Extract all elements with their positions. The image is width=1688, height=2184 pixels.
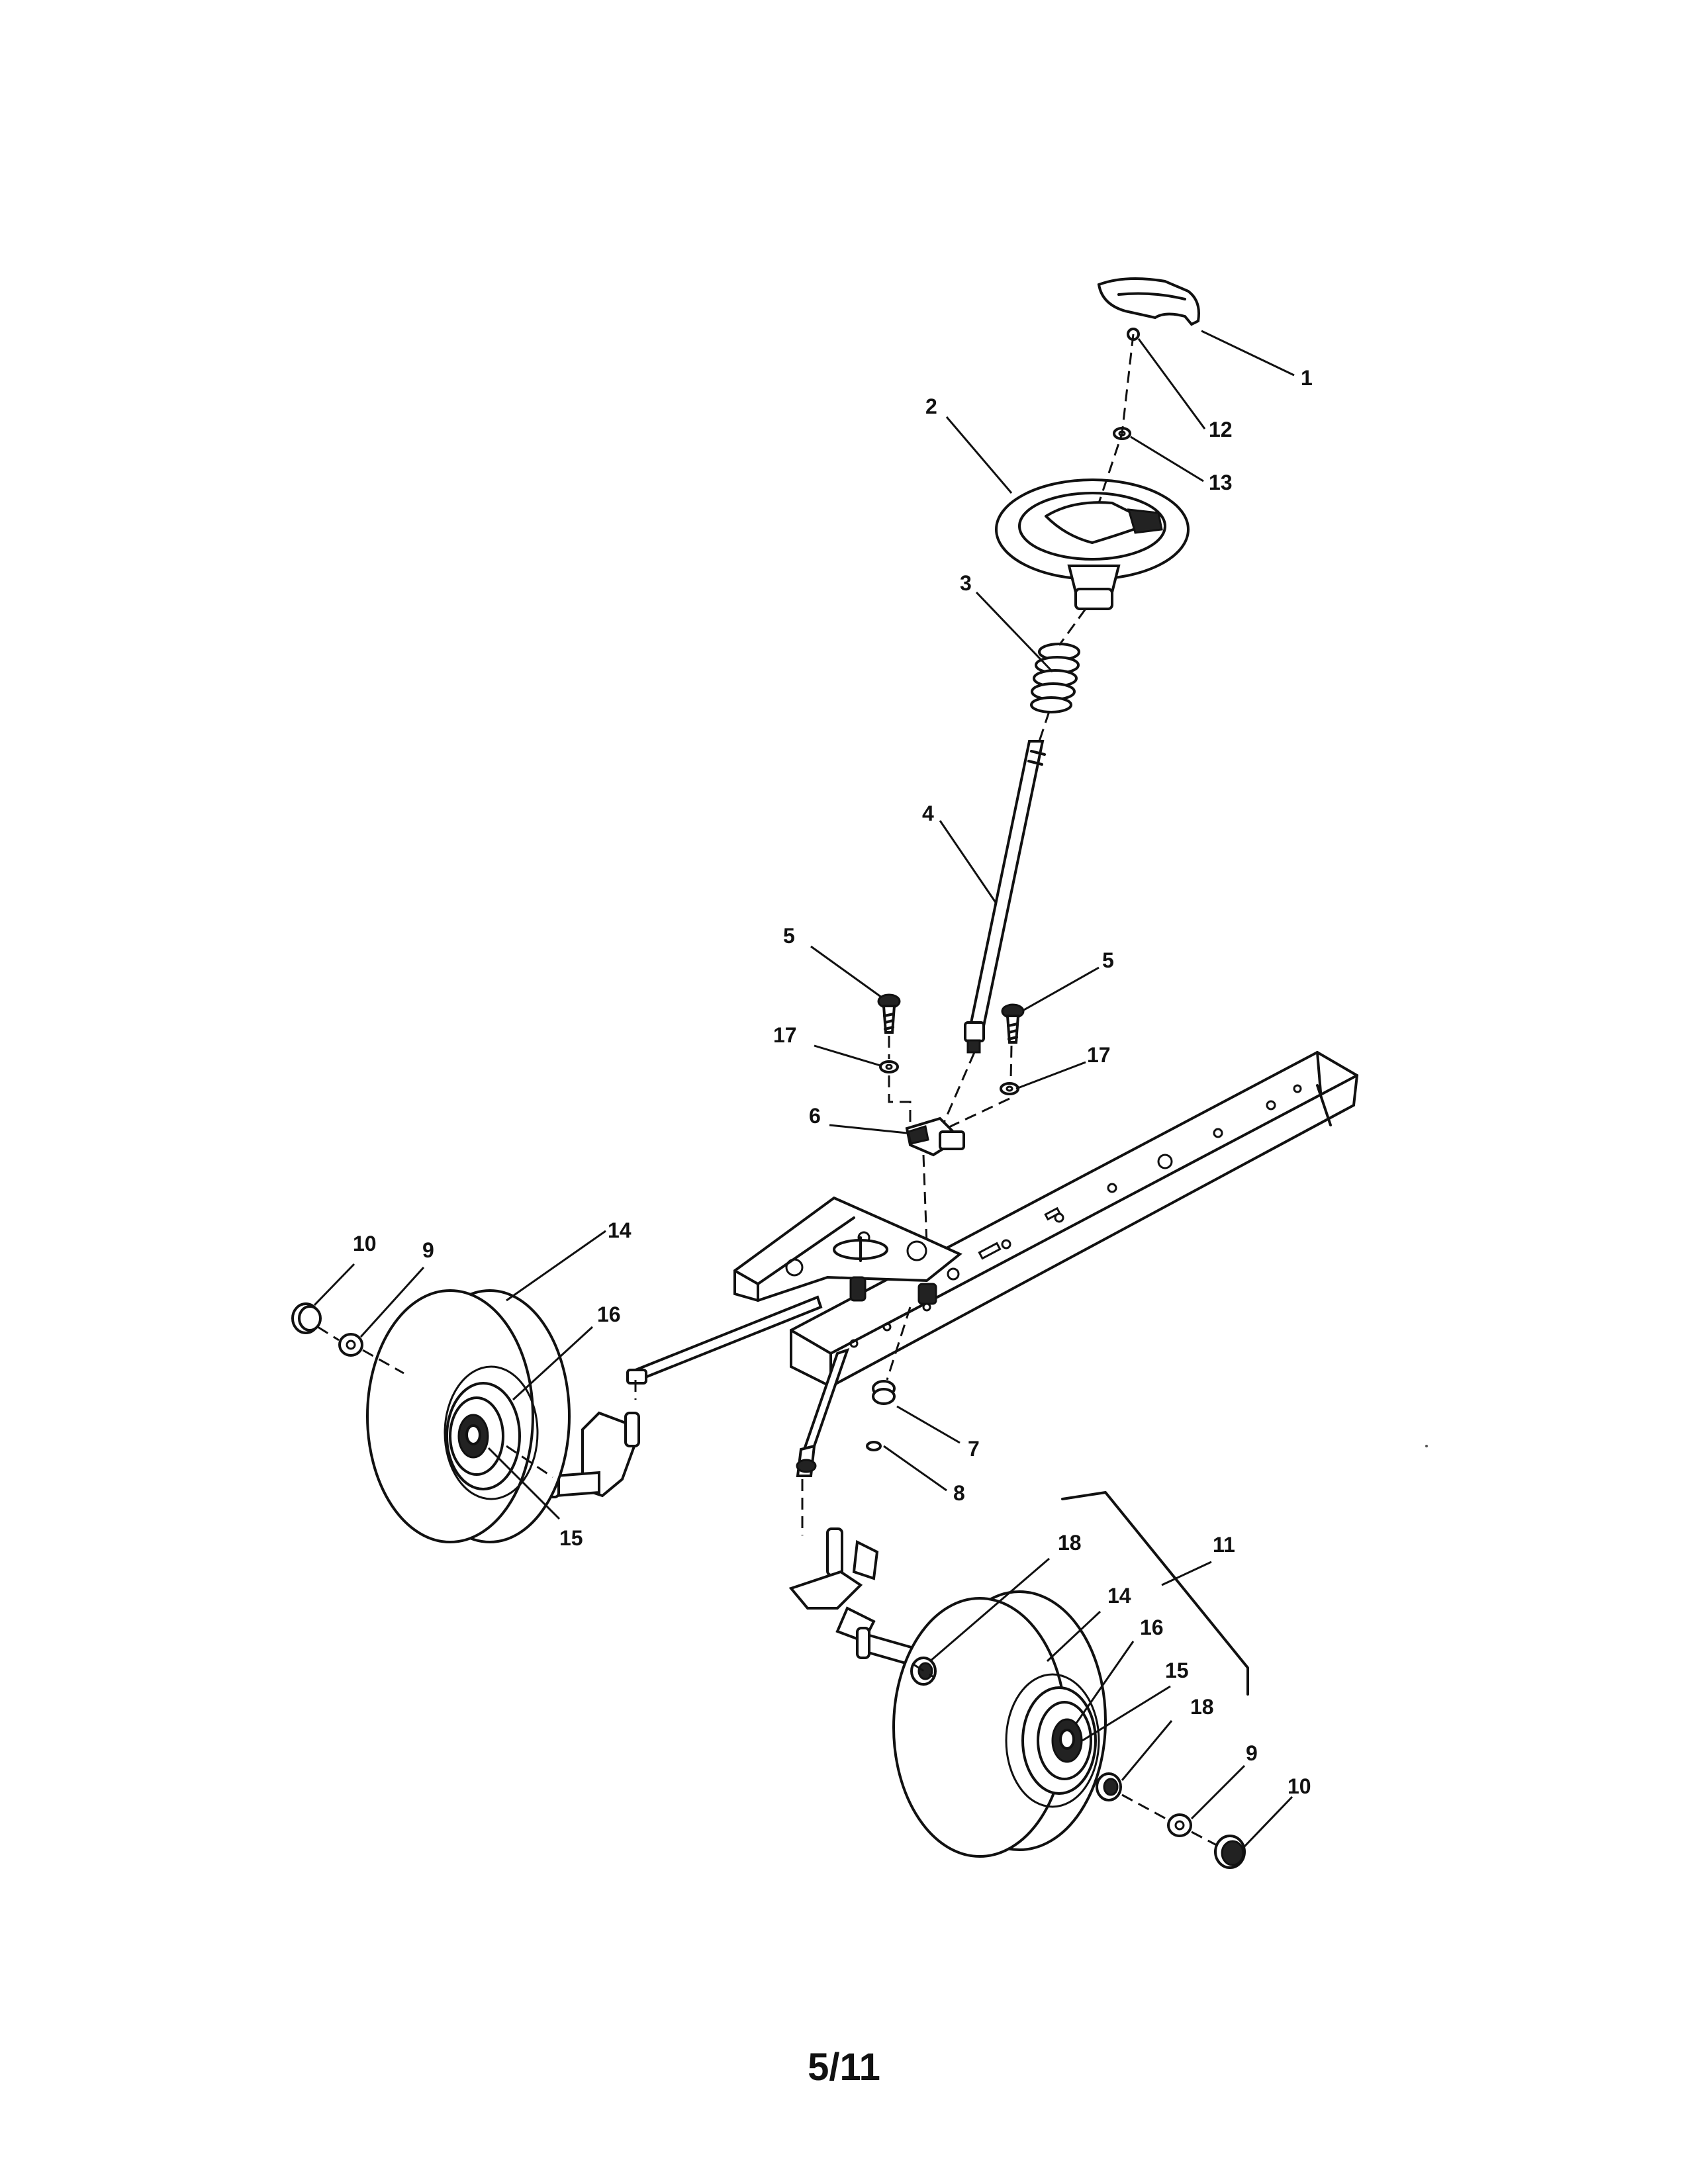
bushing-part-18-inner [910,1657,937,1686]
steering-wheel [995,478,1190,610]
right-spindle [788,1527,915,1666]
page-number: 5/11 [808,2046,880,2089]
callout-10-right: 10 [1288,1774,1311,1798]
callout-14-right: 14 [1107,1584,1131,1608]
cap-part-10-left [291,1302,322,1334]
callout-3: 3 [960,571,972,595]
nut-part-7 [872,1380,896,1405]
callout-12: 12 [1209,418,1233,441]
washer-part-9-right [1167,1813,1192,1837]
bolt-part-5-left [877,993,901,1034]
callout-5-right: 5 [1102,948,1114,972]
right-wheel [892,1590,1107,1858]
steering-wheel-cover [1097,277,1200,326]
callout-15-right: 15 [1165,1659,1189,1682]
callout-9-right: 9 [1246,1741,1258,1765]
callout-17-left: 17 [773,1023,797,1047]
callout-11: 11 [1213,1533,1235,1557]
washer-part-9-left [338,1333,363,1357]
callout-7: 7 [968,1437,980,1461]
pin-part-8 [866,1441,882,1451]
callout-labels: 1 2 12 13 3 4 5 5 17 17 6 7 8 10 9 14 16… [353,366,1313,1798]
callout-16-right: 16 [1140,1615,1164,1639]
callout-8: 8 [953,1481,965,1505]
callout-10-left: 10 [353,1232,377,1255]
callout-16-left: 16 [597,1302,621,1326]
callout-14-left: 14 [608,1218,632,1242]
tie-rod [796,1347,850,1477]
callout-18-inner: 18 [1058,1531,1082,1555]
tractor-frame [733,1050,1359,1388]
callout-13: 13 [1209,471,1233,494]
callout-1: 1 [1301,366,1313,390]
callout-18-outer: 18 [1190,1695,1214,1719]
washer-part-17-right [1000,1082,1019,1095]
callout-2: 2 [925,394,937,418]
bushing-part-18-outer [1096,1772,1122,1801]
spring-part-3 [1030,643,1080,713]
cap-part-10-right [1214,1835,1246,1869]
callout-5-left: 5 [783,924,795,948]
steering-bracket-part-6 [905,1116,965,1157]
left-wheel [366,1289,571,1543]
callout-4: 4 [922,801,934,825]
washer-part-17-left [879,1060,899,1073]
callout-9-left: 9 [422,1238,434,1262]
bolt-part-5-right [1001,1003,1025,1044]
drag-link [626,1295,823,1385]
steering-shaft [964,740,1046,1054]
callout-15-left: 15 [559,1526,583,1550]
steering-gear [833,1236,937,1305]
callout-6: 6 [809,1104,821,1128]
callout-17-right: 17 [1087,1043,1111,1067]
leader-lines [313,330,1295,1848]
